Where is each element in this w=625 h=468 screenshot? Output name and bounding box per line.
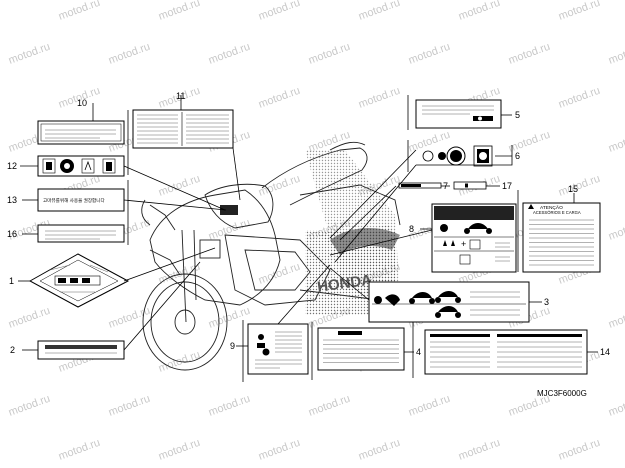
- watermark-text: motod.ru: [7, 305, 52, 331]
- callout-14: 14: [600, 347, 610, 357]
- label-part-4: [317, 327, 405, 371]
- attention-subtitle: ACESSÓRIOS E CARGA: [533, 210, 581, 215]
- watermark-text: motod.ru: [57, 0, 102, 23]
- label-part-6: [422, 145, 493, 167]
- watermark-text: motod.ru: [257, 437, 302, 463]
- label-part-14: [424, 329, 588, 375]
- watermark-text: motod.ru: [557, 85, 602, 111]
- watermark-text: motod.ru: [607, 41, 625, 67]
- watermark-text: motod.ru: [557, 173, 602, 199]
- callout-15: 15: [568, 184, 578, 194]
- watermark-text: motod.ru: [257, 85, 302, 111]
- watermark-text: motod.ru: [507, 129, 552, 155]
- label-part-3: [368, 281, 530, 323]
- watermark-text: motod.ru: [0, 173, 2, 199]
- watermark-text: motod.ru: [57, 437, 102, 463]
- watermark-text: motod.ru: [207, 41, 252, 67]
- callout-11: 11: [176, 91, 185, 101]
- callout-8: 8: [409, 224, 414, 234]
- watermark-text: motod.ru: [207, 217, 252, 243]
- callout-9: 9: [230, 341, 235, 351]
- callout-1: 1: [9, 276, 14, 286]
- watermark-text: motod.ru: [0, 0, 2, 23]
- watermark-text: motod.ru: [357, 0, 402, 23]
- watermark-text: motod.ru: [607, 305, 625, 331]
- label-part-11: [132, 109, 234, 149]
- watermark-text: motod.ru: [607, 129, 625, 155]
- watermark-text: motod.ru: [107, 305, 152, 331]
- label-part-9: [247, 323, 309, 375]
- bracket-lines: [127, 95, 519, 382]
- watermark-text: motod.ru: [557, 437, 602, 463]
- label-part-15: ATENÇÃO ACESSÓRIOS E CARGA: [522, 202, 601, 273]
- watermark-text: motod.ru: [0, 437, 2, 463]
- watermark-text: motod.ru: [557, 0, 602, 23]
- watermark-text: motod.ru: [307, 41, 352, 67]
- watermark-text: motod.ru: [607, 393, 625, 419]
- label-part-16: [37, 224, 125, 243]
- label-part-8: +: [431, 203, 517, 273]
- watermark-text: motod.ru: [107, 393, 152, 419]
- watermark-text: motod.ru: [357, 85, 402, 111]
- drawing-code: MJC3F6000G: [537, 389, 587, 398]
- callout-17: 17: [502, 181, 512, 191]
- label-part-12: [37, 155, 125, 177]
- label-part-2: [37, 340, 125, 360]
- watermark-text: motod.ru: [0, 261, 2, 287]
- callout-10: 10: [77, 98, 87, 108]
- watermark-text: motod.ru: [7, 393, 52, 419]
- watermark-text: motod.ru: [107, 41, 152, 67]
- label-part-10: [37, 120, 125, 145]
- watermark-text: motod.ru: [157, 437, 202, 463]
- watermark-text: motod.ru: [0, 85, 2, 111]
- callout-6: 6: [515, 151, 520, 161]
- watermark-text: motod.ru: [7, 41, 52, 67]
- watermark-text: motod.ru: [257, 0, 302, 23]
- callout-numbers: 10 11 12 13 16 1 2 5 6 7 17 8 15 3 9 4 1…: [7, 91, 610, 357]
- callout-5: 5: [515, 110, 520, 120]
- label-part-5: [415, 99, 502, 129]
- label-part-7: [398, 182, 442, 189]
- watermark-text: motod.ru: [307, 393, 352, 419]
- callout-2: 2: [10, 345, 15, 355]
- callout-16: 16: [7, 229, 17, 239]
- watermark-text: motod.ru: [607, 217, 625, 243]
- watermark-text: motod.ru: [207, 393, 252, 419]
- callout-4: 4: [416, 347, 421, 357]
- watermark-text: motod.ru: [0, 349, 2, 375]
- label-part-1: [28, 253, 130, 308]
- leader-lines: [18, 95, 598, 353]
- watermark-text: motod.ru: [157, 173, 202, 199]
- watermark-text: motod.ru: [407, 393, 452, 419]
- watermark-text: motod.ru: [457, 437, 502, 463]
- watermark-text: motod.ru: [157, 0, 202, 23]
- callout-3: 3: [544, 297, 549, 307]
- watermark-text: motod.ru: [507, 41, 552, 67]
- watermark-text: motod.ru: [257, 261, 302, 287]
- callout-7: 7: [443, 181, 448, 191]
- label-part-13: 고마뷰를위해 사용을 권장합니다: [37, 188, 125, 212]
- korean-warning-text: 고마뷰를위해 사용을 권장합니다: [43, 197, 105, 204]
- callout-12: 12: [7, 161, 17, 171]
- svg-text:+: +: [461, 239, 466, 249]
- watermark-text: motod.ru: [407, 41, 452, 67]
- attention-title: ATENÇÃO: [540, 204, 563, 211]
- watermark-text: motod.ru: [207, 305, 252, 331]
- label-part-17: [453, 181, 487, 190]
- watermark-text: motod.ru: [457, 0, 502, 23]
- callout-13: 13: [7, 195, 17, 205]
- watermark-text: motod.ru: [357, 437, 402, 463]
- honda-wing-graphic: [305, 150, 400, 300]
